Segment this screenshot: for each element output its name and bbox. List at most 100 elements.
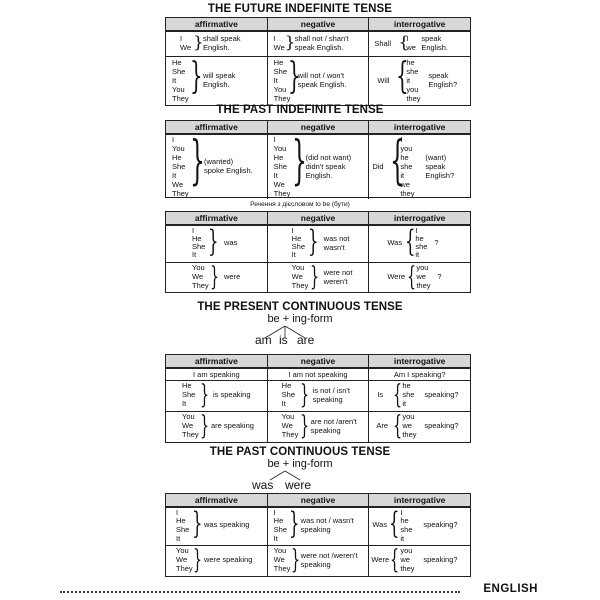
- subject: I: [406, 34, 409, 43]
- brace-icon: }: [307, 226, 319, 259]
- header-affirmative: affirmative: [194, 356, 238, 366]
- form-am: am: [255, 333, 272, 347]
- form-were: were: [285, 478, 312, 492]
- brace-icon: {: [390, 135, 406, 191]
- subject: They: [273, 564, 291, 573]
- auxiliary: Were: [387, 272, 406, 281]
- subject: You: [192, 263, 205, 272]
- header-interrogative: interrogative: [368, 212, 470, 224]
- subject: You: [273, 144, 287, 153]
- header-negative: negative: [266, 121, 369, 133]
- future-table: affirmative negative interrogative I We …: [165, 17, 471, 106]
- table-row: I He She It } was I He She It } was not …: [166, 225, 470, 262]
- verb-phrase: was not: [323, 234, 350, 243]
- subject: They: [291, 281, 309, 290]
- table-row: You We They } were You We They } were no…: [166, 262, 470, 292]
- verb-phrase: is not / isn't: [312, 386, 350, 395]
- subject: we: [400, 180, 410, 189]
- subject: You: [172, 85, 185, 94]
- subject: You: [281, 412, 295, 421]
- subject: I: [400, 508, 403, 517]
- brace-icon: }: [190, 57, 203, 97]
- verb-phrase: English.: [305, 171, 333, 180]
- interrogative-cell: Will { he she it you they speak English?: [368, 57, 470, 105]
- subject: you: [402, 412, 415, 421]
- brace-icon: }: [290, 546, 300, 575]
- subject: It: [172, 76, 177, 85]
- form-are: are: [297, 333, 315, 347]
- subject: it: [415, 250, 420, 259]
- subject: You: [291, 263, 305, 272]
- header-interrogative: interrogative: [368, 121, 470, 133]
- subject: you: [416, 263, 429, 272]
- subject: I: [172, 135, 175, 144]
- subject: She: [273, 162, 288, 171]
- verb-phrase: will not / won't: [297, 71, 345, 80]
- brace-icon: }: [287, 57, 301, 97]
- verb-phrase: (did not want): [305, 153, 352, 162]
- affirmative-cell: You We They } are speaking: [166, 412, 267, 442]
- affirmative-cell: I You He She It We They } (wanted) spoke…: [166, 135, 267, 199]
- subject: we: [400, 555, 410, 564]
- brace-icon: {: [407, 263, 417, 292]
- verb-phrase: shall not / shan't: [294, 34, 349, 43]
- header-negative: negative: [266, 212, 369, 224]
- present-continuous-title: THE PRESENT CONTINUOUS TENSE: [197, 301, 403, 313]
- subject: he: [415, 234, 424, 243]
- brace-icon: }: [193, 33, 204, 53]
- verb-phrase: speak: [428, 71, 449, 80]
- subject: They: [192, 281, 209, 290]
- subject: you: [400, 144, 413, 153]
- header-affirmative: affirmative: [194, 495, 238, 505]
- verb-phrase: were not /weren't: [300, 551, 358, 560]
- affirmative-cell: I am speaking: [192, 370, 240, 379]
- verb-phrase: speak: [425, 162, 446, 171]
- subject: We: [192, 272, 204, 281]
- verb-phrase: were speaking: [204, 555, 253, 564]
- table-header: affirmative negative interrogative: [166, 212, 470, 225]
- negative-cell: He She It } is not / isn't speaking: [266, 381, 369, 411]
- brace-icon: {: [396, 57, 409, 97]
- auxiliary: Is: [377, 390, 384, 399]
- table-row: I He She It } was speaking I He She It }…: [166, 507, 470, 545]
- verb-phrase: speaking: [312, 395, 343, 404]
- interrogative-cell: Are { you we they speaking?: [368, 412, 470, 442]
- subject: We: [291, 272, 303, 281]
- interrogative-cell: Did { I you he she it we they (want) spe…: [368, 135, 470, 199]
- brace-icon: }: [288, 508, 300, 541]
- header-negative: negative: [266, 494, 369, 506]
- subject: She: [273, 525, 288, 534]
- verb-phrase: weren't: [323, 277, 348, 286]
- subject: they: [400, 564, 415, 573]
- brace-icon: }: [309, 263, 319, 292]
- header-affirmative: affirmative: [194, 122, 238, 132]
- subject: You: [172, 144, 185, 153]
- subject: You: [176, 546, 189, 555]
- verb-phrase: were: [224, 272, 241, 281]
- subject: It: [281, 399, 286, 408]
- brace-icon: }: [208, 226, 219, 259]
- question-mark: ?: [437, 272, 442, 281]
- verb-phrase: speaking?: [423, 520, 458, 529]
- interrogative-cell: Is { he she it speaking?: [368, 381, 470, 411]
- table-row: You We They } are speaking You We They }…: [166, 411, 470, 442]
- verb-phrase: will speak: [203, 71, 236, 80]
- subject: they: [402, 430, 417, 439]
- subject: I: [176, 508, 179, 517]
- past-title: THE PAST INDEFINITE TENSE: [216, 104, 384, 116]
- subject: it: [402, 399, 407, 408]
- interrogative-cell: Were { you we they speaking?: [368, 546, 470, 576]
- auxiliary: Did: [372, 162, 384, 171]
- brace-icon: }: [192, 508, 203, 541]
- header-interrogative: interrogative: [368, 494, 470, 506]
- verb-phrase: English.: [421, 43, 449, 52]
- affirmative-cell: I He She It } was: [166, 226, 267, 262]
- brace-icon: {: [398, 33, 410, 53]
- subject: you: [406, 85, 419, 94]
- subject: They: [172, 94, 189, 103]
- subject: I: [400, 135, 403, 144]
- subject: It: [192, 250, 197, 259]
- header-affirmative: affirmative: [194, 213, 238, 223]
- subject: He: [281, 381, 292, 390]
- subject: He: [273, 153, 284, 162]
